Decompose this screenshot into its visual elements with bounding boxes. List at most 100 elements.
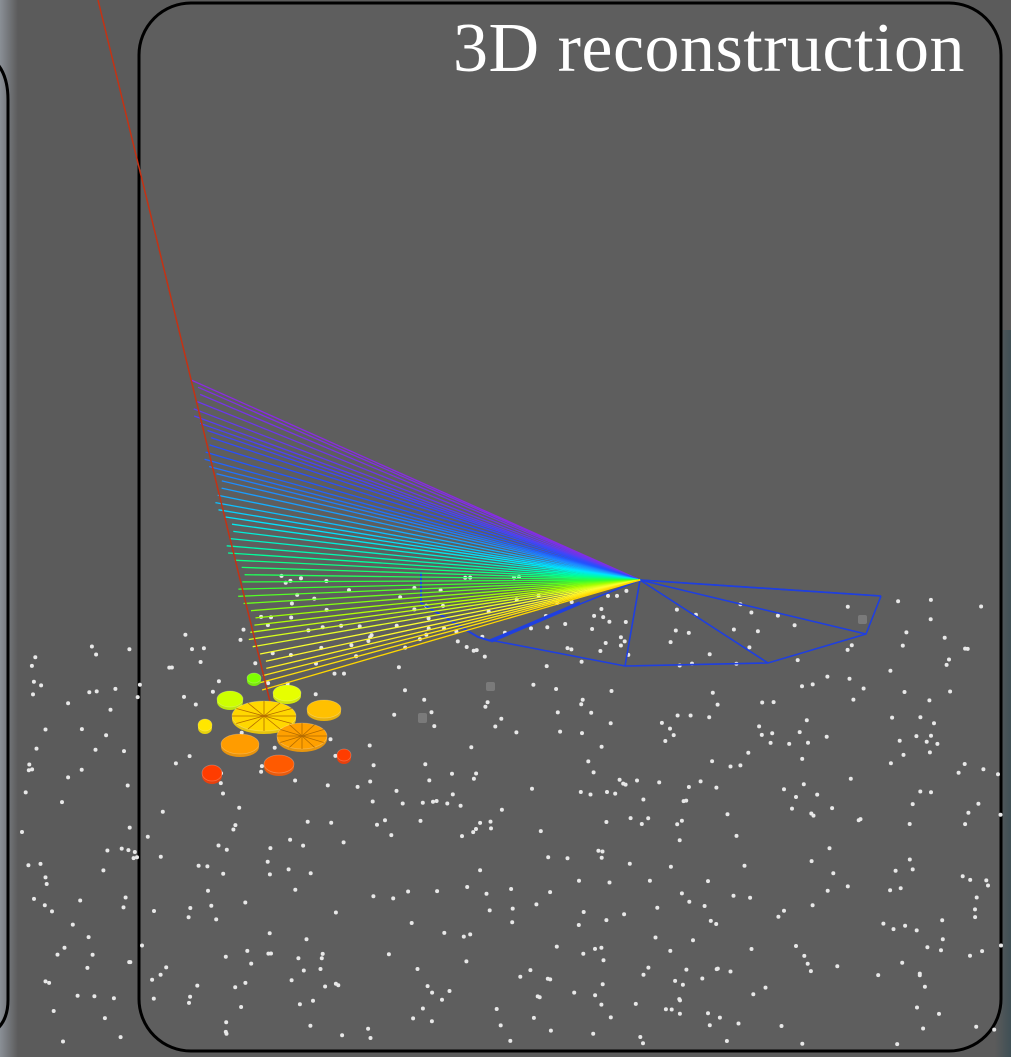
ray [221, 480, 641, 581]
ray [259, 579, 641, 684]
point [724, 1039, 729, 1043]
point [233, 823, 238, 828]
point [929, 733, 933, 738]
point [30, 767, 35, 772]
disc-spoke [301, 729, 324, 737]
point [929, 790, 933, 795]
point [342, 671, 346, 676]
point [400, 801, 405, 806]
point [940, 937, 945, 942]
point [956, 770, 961, 775]
point [111, 996, 116, 1001]
point [725, 812, 730, 817]
point [164, 965, 169, 970]
ray [233, 530, 641, 581]
point [447, 989, 452, 993]
point [736, 1021, 741, 1026]
point [297, 1002, 302, 1007]
disc-spoke [236, 708, 265, 717]
point [782, 787, 786, 792]
point [888, 761, 893, 766]
point [66, 775, 71, 780]
point [420, 1006, 425, 1011]
point [499, 716, 504, 721]
point [600, 849, 605, 854]
point [308, 1023, 313, 1028]
point [304, 937, 309, 942]
point [33, 655, 38, 660]
point [108, 707, 113, 712]
point [590, 627, 595, 631]
ray [243, 579, 641, 605]
point [928, 617, 933, 622]
point [581, 951, 586, 956]
point [925, 945, 930, 950]
point [599, 1002, 604, 1007]
ray [226, 545, 641, 581]
reconstruction-panel [137, 1, 1003, 1053]
point [601, 615, 606, 620]
point [815, 792, 820, 797]
point [127, 960, 132, 965]
point [903, 923, 908, 928]
point [603, 641, 608, 645]
disc-spoke [263, 715, 292, 724]
point [888, 888, 893, 893]
point [715, 966, 720, 971]
point [355, 784, 360, 789]
point [759, 732, 764, 737]
point [34, 746, 39, 751]
point [591, 770, 596, 775]
point [218, 781, 223, 786]
point [534, 902, 539, 907]
point [308, 871, 313, 876]
point [216, 843, 221, 848]
point [897, 738, 902, 743]
point [259, 769, 264, 774]
point [675, 713, 680, 718]
point [804, 718, 809, 723]
point [293, 887, 298, 892]
point [760, 700, 765, 705]
point [728, 969, 733, 974]
point [565, 646, 570, 651]
point [349, 643, 354, 648]
point [121, 905, 126, 910]
camera-disc [246, 672, 262, 686]
point [51, 1009, 56, 1013]
point [538, 829, 543, 834]
point [340, 1033, 345, 1038]
point [286, 867, 291, 872]
point [187, 754, 192, 759]
point [131, 856, 136, 861]
ray [248, 579, 641, 641]
point [940, 918, 945, 923]
point [657, 780, 662, 785]
point [249, 961, 254, 966]
point [32, 896, 36, 901]
point [593, 946, 597, 951]
ray [221, 487, 641, 581]
point [907, 857, 912, 862]
point [845, 647, 850, 652]
point [653, 935, 658, 940]
point [851, 697, 856, 702]
point [508, 1038, 513, 1043]
disc-spoke [263, 702, 281, 717]
point [140, 943, 144, 948]
point [231, 827, 236, 832]
point [607, 880, 612, 885]
point [429, 710, 434, 715]
point [847, 676, 852, 681]
disc-top [220, 733, 260, 755]
point [973, 915, 978, 920]
point [484, 891, 489, 896]
point [794, 944, 798, 948]
point [966, 810, 971, 815]
point [546, 855, 551, 860]
point [26, 768, 31, 773]
point [548, 890, 553, 895]
point [731, 893, 736, 898]
point [102, 1016, 107, 1021]
point [599, 744, 604, 749]
